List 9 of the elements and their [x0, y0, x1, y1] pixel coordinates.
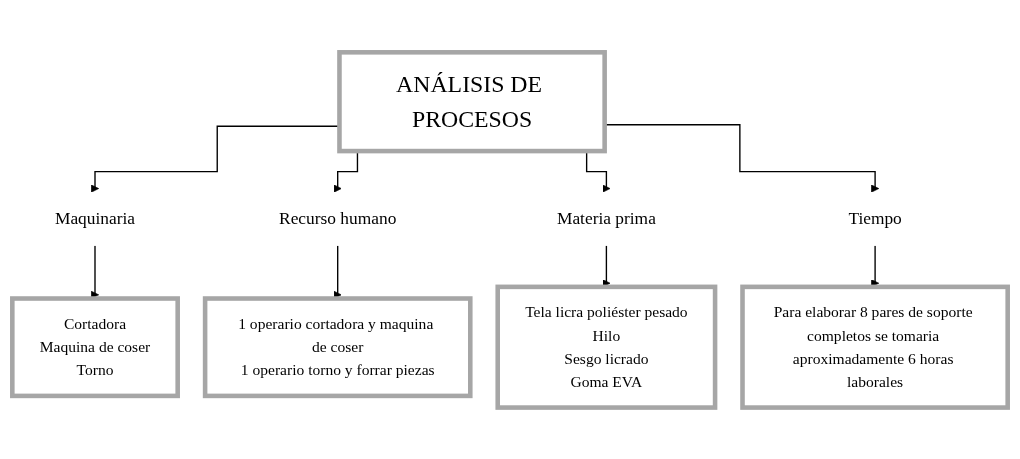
node-box: 1 operario cortadora y maquina de coser 1 operario torno y forrar piezas — [202, 295, 473, 398]
node-box: Tela licra poliéster pesado Hilo Sesgo licrado Goma EVA — [495, 284, 718, 410]
node-text: Recurso humano — [279, 208, 397, 228]
node-text: Maquinaria — [54, 208, 136, 228]
node-box: ANÁLISIS DE PROCESOS — [337, 49, 607, 153]
node-text: Tiempo — [848, 208, 902, 228]
node-text: Materia prima — [556, 208, 656, 228]
node-box: Para elaborar 8 pares de soporte completos se tomaria aproximadamente 6 horas laborales — [740, 284, 1010, 410]
node-box: Cortadora Maquina de coser Torno — [10, 295, 180, 398]
